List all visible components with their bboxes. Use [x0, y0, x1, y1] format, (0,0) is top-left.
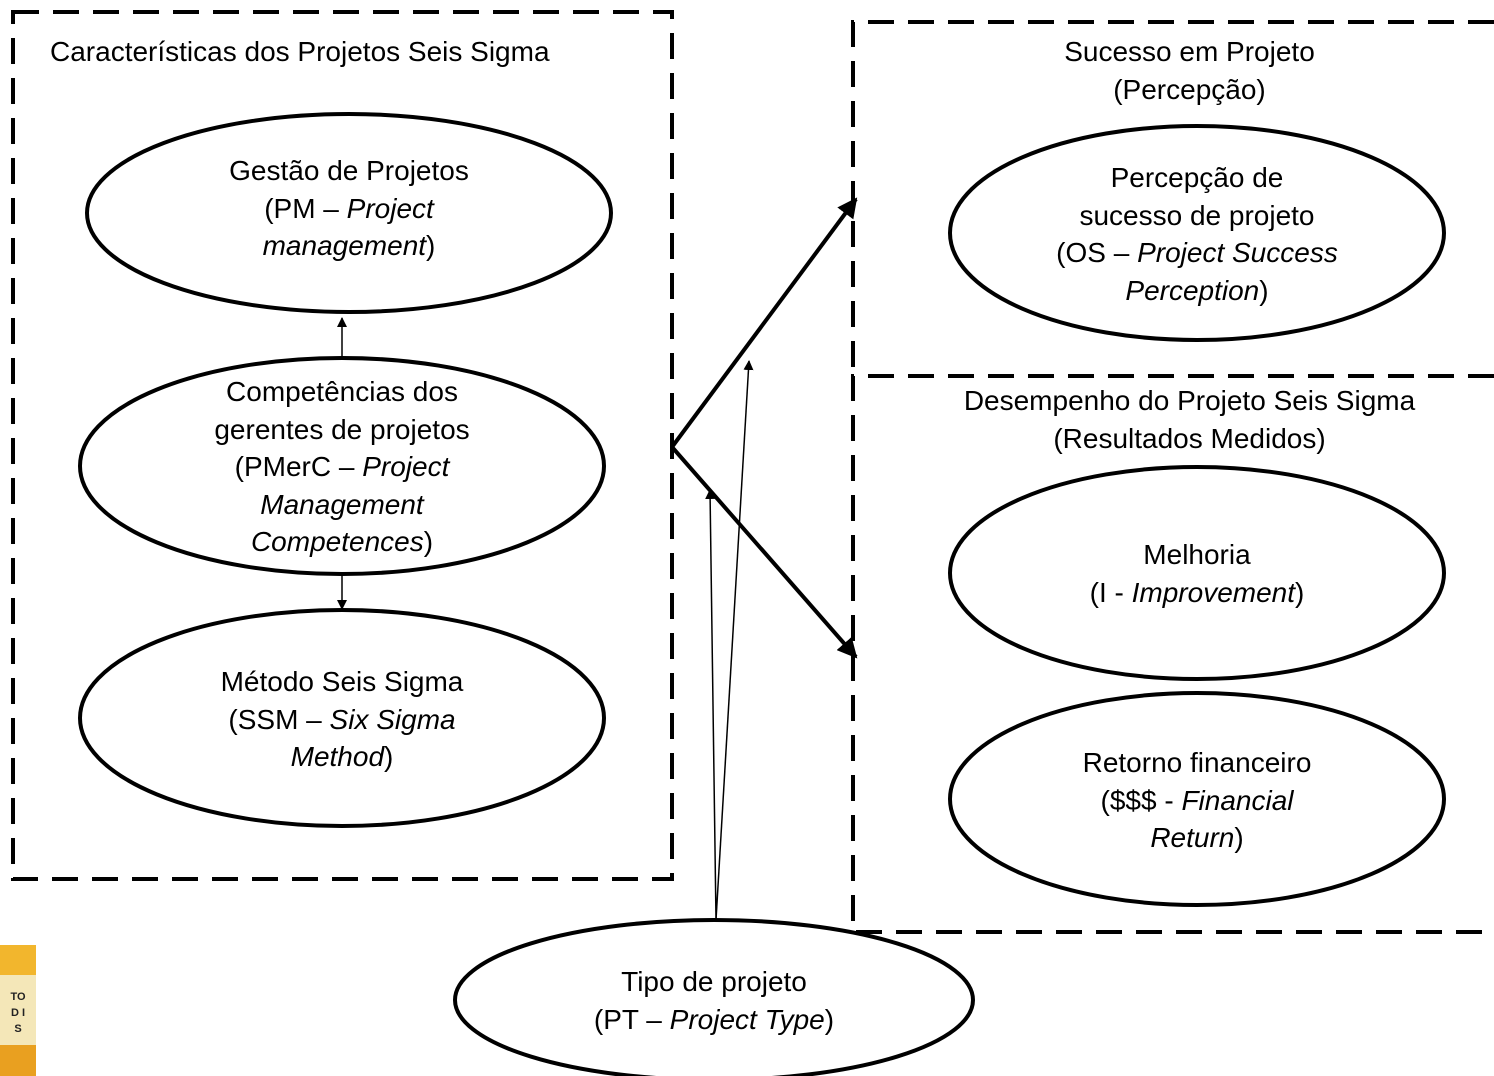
success-group-title: Sucesso em Projeto (Percepção): [853, 33, 1494, 109]
fin-label-line2: ($$$ - Financial: [950, 782, 1444, 820]
pmerc-label-line2: gerentes de projetos: [214, 413, 470, 445]
os-label-suffix: ): [1259, 274, 1269, 306]
success-title-line2: (Percepção): [1113, 74, 1266, 105]
pm-label-prefix: (PM –: [264, 192, 347, 224]
i-ellipse: [948, 465, 1446, 681]
ssm-label-line1: Método Seis Sigma: [220, 666, 464, 697]
os-label-line3: (OS – Project Success: [950, 234, 1444, 272]
performance-group-box: [851, 374, 1494, 934]
pm-label-line3: management): [89, 227, 609, 265]
os-label-line1: Percepção de: [1110, 162, 1284, 193]
arrow-pt-to-success-path: [715, 360, 754, 921]
success-title-line1: Sucesso em Projeto: [1064, 36, 1315, 67]
pm-label-italic2: management: [262, 230, 427, 261]
arrow-characteristics-to-success: [670, 197, 858, 449]
pmerc-label-prefix: (PMerC –: [234, 451, 363, 482]
performance-title-line2: (Resultados Medidos): [1053, 423, 1326, 454]
pt-node-label: Tipo de projeto (PT – Project Type): [455, 963, 973, 1038]
i-label-italic: Improvement: [1131, 576, 1296, 608]
ssm-label-italic1: Six Sigma: [329, 703, 456, 735]
fin-label-line1: Retorno financeiro: [1082, 747, 1312, 778]
pm-label-line2: (PM – Project: [89, 190, 609, 228]
os-ellipse: [948, 124, 1446, 342]
ssm-label-line2: (SSM – Six Sigma: [82, 701, 602, 739]
fin-label-suffix: ): [1234, 822, 1244, 853]
os-label-prefix: (OS –: [1056, 237, 1138, 268]
ssm-label-prefix: (SSM –: [228, 703, 330, 735]
ssm-ellipse: [78, 608, 606, 828]
i-label-line1: Melhoria: [1143, 539, 1251, 570]
i-node-label: Melhoria (I - Improvement): [950, 536, 1444, 611]
ssm-label-suffix: ): [384, 741, 394, 772]
pt-label-line1: Tipo de projeto: [621, 966, 807, 997]
fin-label-italic1: Financial: [1181, 784, 1294, 816]
pmerc-label-italic1: Project: [362, 451, 450, 482]
performance-group-title: Desempenho do Projeto Seis Sigma (Result…: [853, 382, 1494, 458]
pmerc-node-label: Competências dos gerentes de projetos (P…: [82, 373, 602, 561]
svg-text:S: S: [14, 1023, 21, 1035]
pm-ellipse: [85, 112, 613, 314]
pmerc-label-suffix: ): [423, 526, 434, 557]
arrow-characteristics-to-performance: [670, 445, 858, 659]
pmerc-label-line4: Management: [82, 486, 602, 524]
fin-label-prefix: ($$$ -: [1100, 784, 1182, 816]
os-label-italic1: Project Success: [1137, 237, 1338, 268]
ssm-label-line3: Method): [82, 738, 602, 776]
performance-title-line1: Desempenho do Projeto Seis Sigma: [963, 385, 1416, 416]
pt-label-suffix: ): [824, 1003, 835, 1035]
pm-label-italic1: Project: [346, 192, 434, 224]
i-label-prefix: (I -: [1089, 576, 1132, 608]
pmerc-label-line3: (PMerC – Project: [82, 448, 602, 486]
pmerc-label-line5: Competences): [82, 523, 602, 561]
os-node-label: Percepção de sucesso de projeto (OS – Pr…: [950, 159, 1444, 309]
os-label-line2: sucesso de projeto: [1079, 199, 1315, 231]
arrow-pt-to-performance-path: [705, 489, 717, 921]
fin-label-italic2: Return: [1150, 822, 1235, 853]
fin-node-label: Retorno financeiro ($$$ - Financial Retu…: [950, 744, 1444, 857]
pt-label-prefix: (PT –: [593, 1003, 670, 1035]
fin-ellipse: [948, 691, 1446, 907]
pt-ellipse: [453, 918, 975, 1076]
book-cover-fragment: TO D I S: [0, 945, 36, 1076]
pmerc-label-italic3: Competences: [250, 526, 424, 557]
svg-text:D I: D I: [11, 1007, 25, 1019]
success-group-box: [851, 20, 1494, 372]
ssm-label-italic2: Method: [290, 741, 385, 772]
pm-label-line1: Gestão de Projetos: [229, 155, 469, 186]
pm-label-suffix: ): [426, 230, 436, 261]
pt-label-line2: (PT – Project Type): [455, 1001, 973, 1039]
i-label-suffix: ): [1295, 576, 1305, 608]
pmerc-label-line1: Competências dos: [226, 376, 458, 407]
characteristics-group-title: Características dos Projetos Seis Sigma: [50, 36, 550, 67]
os-label-italic2: Perception: [1125, 274, 1260, 306]
os-label-line4: Perception): [950, 272, 1444, 310]
pm-node-label: Gestão de Projetos (PM – Project managem…: [89, 152, 609, 265]
ssm-node-label: Método Seis Sigma (SSM – Six Sigma Metho…: [82, 663, 602, 776]
svg-text:TO: TO: [10, 991, 26, 1003]
i-label-line2: (I - Improvement): [950, 574, 1444, 612]
pmerc-label-italic2: Management: [260, 488, 424, 520]
fin-label-line3: Return): [950, 819, 1444, 857]
pt-label-italic: Project Type: [669, 1003, 825, 1035]
